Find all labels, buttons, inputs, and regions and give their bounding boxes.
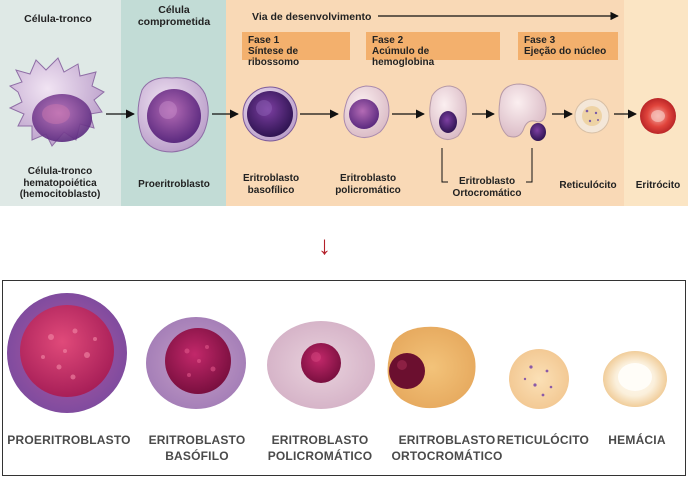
micro-proerythroblast — [7, 293, 127, 413]
development-header: Via de desenvolvimento — [252, 11, 372, 23]
proerythroblast-label: Proeritroblasto — [138, 179, 210, 190]
micrograph-panel: PROERITROBLASTO ERITROBLASTO BASÓFILO ER… — [2, 280, 686, 476]
down-arrow-icon: ↓ — [318, 230, 331, 260]
micro-orthochromatic-erythroblast — [387, 326, 476, 409]
erythrocyte-label: Eritrócito — [635, 180, 681, 191]
phase-3-title: Fase 3 — [524, 35, 556, 46]
phase-3-box: Fase 3 Ejeção do núcleo — [518, 32, 618, 60]
orthochromatic-erythroblast-label: Eritroblasto Ortocromático — [452, 176, 522, 199]
phase-1-subtitle: Síntese de ribossomo — [248, 46, 300, 68]
micrographs-svg — [7, 293, 667, 413]
cells-svg — [8, 11, 676, 183]
orthochromatic-bracket — [441, 148, 533, 183]
micro-basophilic-erythroblast — [146, 317, 246, 409]
reticulocyte-drawing — [574, 98, 610, 134]
basophilic-erythroblast-drawing — [242, 86, 298, 142]
stem-cell-drawing — [8, 57, 105, 147]
orthochromatic-erythroblast-drawing — [429, 85, 467, 140]
phase-2-title: Fase 2 — [372, 35, 404, 46]
polychromatic-erythroblast-label: Eritroblasto policromático — [335, 173, 401, 196]
phase-2-box: Fase 2 Acúmulo de hemoglobina — [366, 32, 500, 68]
label-reticulocyte: RETICULÓCITO — [496, 433, 590, 447]
phase-1-title: Fase 1 — [248, 35, 280, 46]
proerythroblast-drawing — [137, 77, 209, 153]
label-polychromatic: ERITROBLASTO POLICROMÁTICO — [267, 433, 373, 463]
basophilic-erythroblast-label: Eritroblasto basofílico — [242, 173, 300, 196]
micro-polychromatic-erythroblast — [267, 321, 375, 409]
label-hemacia: HEMÁCIA — [608, 433, 666, 447]
polychromatic-erythroblast-drawing — [343, 85, 390, 138]
micro-hemacia — [603, 351, 667, 407]
label-proerythroblast: PROERITROBLASTO — [7, 433, 131, 447]
phase-3-subtitle: Ejeção do núcleo — [524, 46, 607, 57]
label-orthochromatic: ERITROBLASTO ORTOCROMÁTICO — [391, 433, 503, 463]
committed-cell-header: Célula comprometida — [137, 4, 211, 28]
label-basophilic: ERITROBLASTO BASÓFILO — [148, 433, 246, 463]
phase-2-subtitle: Acúmulo de hemoglobina — [372, 46, 435, 68]
erythrocyte-drawing — [640, 98, 676, 134]
micro-reticulocyte — [509, 349, 569, 409]
development-pathway-diagram: Célula-tronco Célula comprometida Via de… — [0, 0, 688, 206]
reticulocyte-label: Reticulócito — [559, 180, 617, 191]
nucleus-ejection-drawing — [498, 83, 547, 141]
stem-cell-header: Célula-tronco — [24, 13, 92, 25]
phase-1-box: Fase 1 Síntese de ribossomo — [242, 32, 350, 68]
stem-cell-label: Célula-tronco hematopoiética (hemocitobl… — [19, 166, 101, 200]
